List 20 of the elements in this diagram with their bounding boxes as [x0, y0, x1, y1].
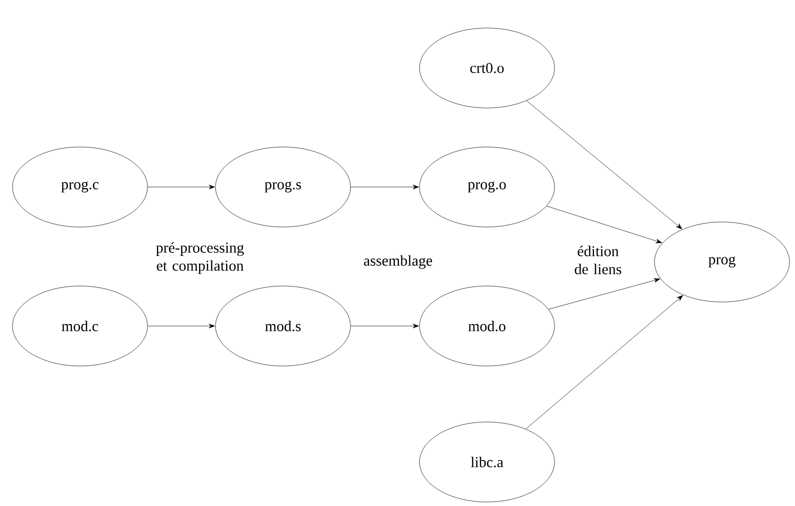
arrow: [148, 184, 215, 190]
ellipse-node: prog.o: [419, 146, 555, 228]
ellipse-node: prog: [654, 222, 790, 302]
ellipse-node: mod.c: [12, 286, 148, 366]
arrow: [526, 100, 682, 230]
ellipse-node: mod.s: [215, 286, 351, 366]
ellipse-node: crt0.o: [419, 28, 555, 108]
arrow: [350, 184, 419, 190]
ellipse-node: prog.s: [215, 146, 351, 228]
ellipse-node: mod.o: [419, 286, 555, 366]
step-label: assemblage: [364, 255, 432, 269]
arrow: [148, 324, 215, 328]
ellipse-node: libc.a: [419, 422, 555, 502]
arrow: [526, 295, 684, 430]
arrow: [546, 206, 662, 244]
ellipse-node: prog.c: [12, 146, 148, 228]
step-label: pré-processing et compilation: [156, 242, 244, 274]
step-label: édition de liens: [574, 246, 622, 274]
arrow: [548, 278, 660, 310]
arrow: [350, 324, 419, 328]
